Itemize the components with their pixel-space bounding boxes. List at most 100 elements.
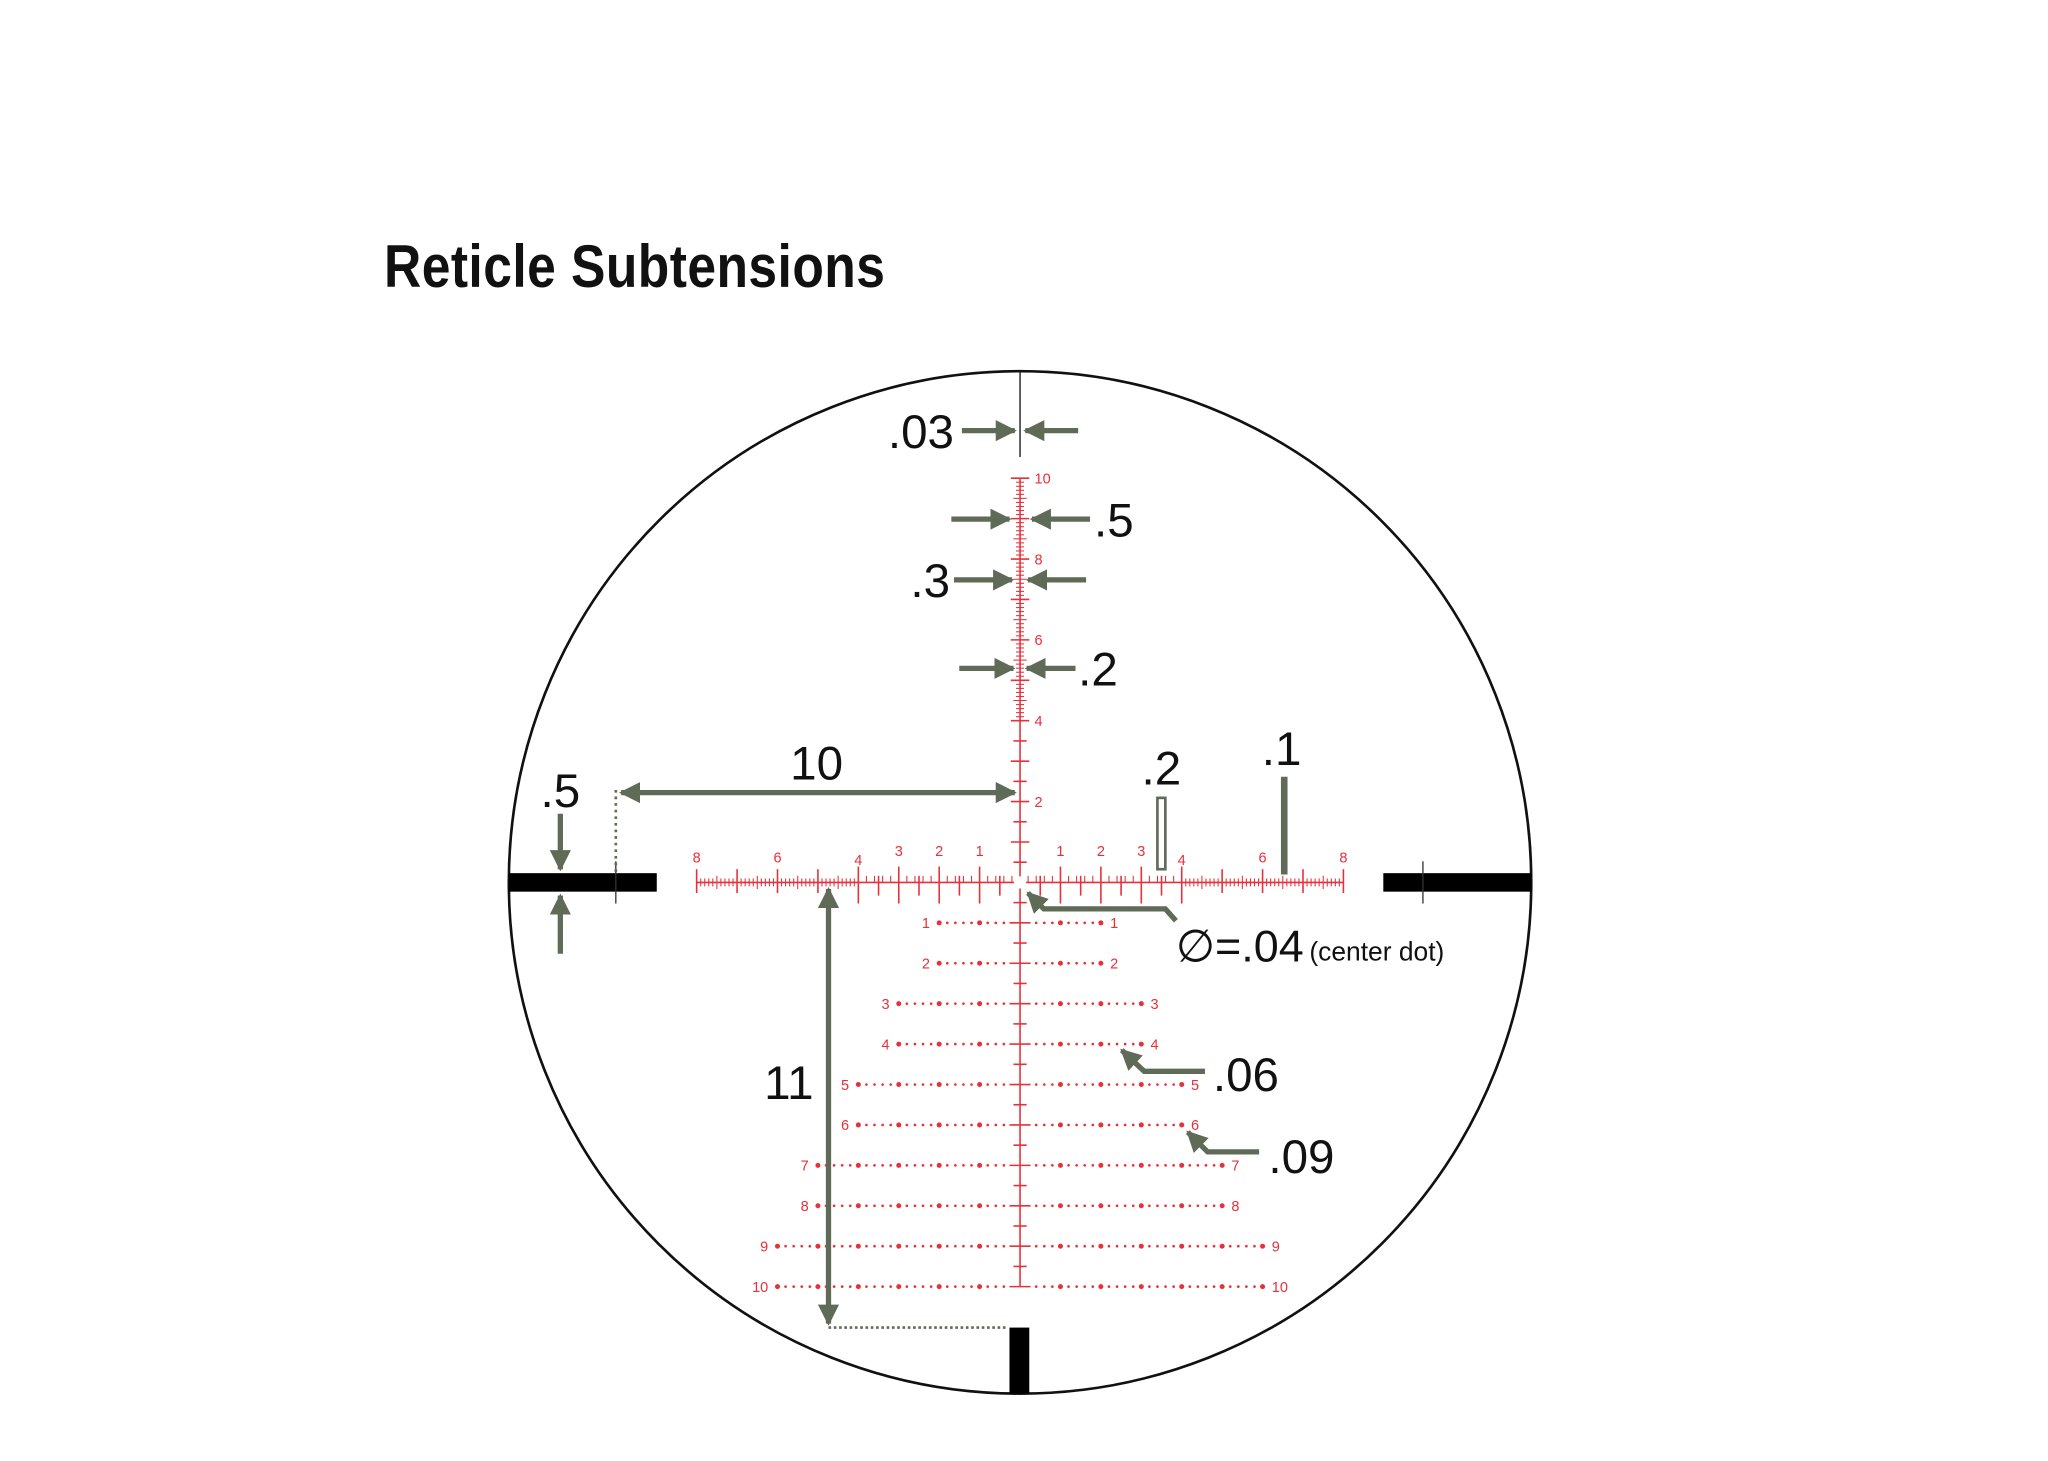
holdover-minor-dot — [1196, 1244, 1200, 1248]
holdover-mil-dot — [977, 920, 983, 926]
holdover-minor-dot — [945, 921, 949, 925]
holdover-minor-dot — [1172, 1244, 1175, 1248]
holdover-minor-dot — [1123, 1042, 1127, 1046]
holdover-minor-dot — [865, 1164, 868, 1167]
holdover-minor-dot — [1091, 1123, 1095, 1127]
holdover-minor-dot — [986, 1042, 990, 1046]
holdover-minor-dot — [1075, 1204, 1078, 1208]
holdover-minor-dot — [1115, 1244, 1119, 1248]
bar-outline — [1156, 796, 1167, 871]
holdover-minor-dot — [1034, 1002, 1038, 1005]
holdover-minor-dot — [1042, 921, 1046, 925]
holdover-mil-dot — [1219, 1243, 1225, 1249]
holdover-mil-dot — [1138, 1082, 1144, 1088]
holdover-minor-dot — [1148, 1285, 1151, 1288]
holdover-minor-dot — [986, 961, 990, 965]
holdover-minor-dot — [970, 961, 973, 965]
holdover-row-label: 1 — [922, 916, 930, 932]
holdover-mil-dot — [977, 960, 983, 966]
holdover-mil-dot — [1057, 1162, 1063, 1168]
holdover-minor-dot — [929, 1123, 933, 1127]
holdover-minor-dot — [1034, 1042, 1038, 1046]
holdover-mil-dot — [1219, 1284, 1225, 1290]
holdover-minor-dot — [929, 1164, 933, 1167]
holdover-minor-dot — [1115, 1083, 1119, 1086]
label-center-dot-note: (center dot) — [1309, 936, 1444, 966]
holdover-minor-dot — [986, 1164, 990, 1167]
holdover-mil-dot — [936, 1243, 942, 1249]
holdover-minor-dot — [986, 1002, 990, 1005]
holdover-minor-dot — [1034, 1123, 1038, 1127]
holdover-mil-dot — [1260, 1284, 1266, 1290]
page-title: Reticle Subtensions — [384, 233, 886, 300]
holdover-minor-dot — [800, 1244, 804, 1248]
holdover-mil-dot — [936, 920, 942, 926]
holdover-minor-dot — [1042, 1123, 1046, 1127]
holdover-minor-dot — [1067, 961, 1070, 965]
leader-arrow-icon — [1026, 891, 1178, 923]
holdover-mil-dot — [1138, 1001, 1144, 1007]
holdover-minor-dot — [1002, 1002, 1006, 1005]
holdover-minor-dot — [1067, 1002, 1070, 1005]
holdover-mil-dot — [936, 1203, 942, 1209]
holdover-minor-dot — [1188, 1204, 1192, 1208]
holdover-mil-dot — [936, 960, 942, 966]
holdover-minor-dot — [970, 1002, 973, 1005]
holdover-mil-dot — [1179, 1122, 1185, 1128]
holdover-minor-dot — [986, 1244, 990, 1248]
holdover-minor-dot — [994, 961, 998, 965]
holdover-minor-dot — [1253, 1244, 1256, 1248]
holdover-minor-dot — [1083, 1244, 1087, 1248]
holdover-minor-dot — [1196, 1164, 1200, 1167]
holdover-minor-dot — [1002, 1042, 1006, 1046]
holdover-mil-dot — [896, 1284, 902, 1290]
holdover-row-label: 9 — [760, 1239, 768, 1255]
holdover-mil-dot — [1219, 1162, 1225, 1168]
holdover-minor-dot — [913, 1123, 917, 1127]
holdover-row-label: 6 — [1191, 1118, 1199, 1134]
holdover-mil-dot — [977, 1243, 983, 1249]
holdover-minor-dot — [945, 1285, 949, 1288]
holdover-minor-dot — [1083, 1204, 1087, 1208]
holdover-minor-dot — [986, 921, 990, 925]
holdover-minor-dot — [1123, 1123, 1127, 1127]
holdover-minor-dot — [1042, 961, 1046, 965]
label-post-thickness: .5 — [541, 765, 581, 818]
label-small-dot: .06 — [1213, 1049, 1279, 1102]
left-post — [508, 873, 657, 892]
holdover-minor-dot — [954, 1285, 957, 1288]
holdover-minor-dot — [1245, 1285, 1248, 1288]
holdover-minor-dot — [1051, 1244, 1054, 1248]
holdover-minor-dot — [929, 1083, 933, 1086]
holdover-minor-dot — [865, 1204, 868, 1208]
holdover-minor-dot — [881, 1123, 884, 1127]
holdover-minor-dot — [1164, 1244, 1167, 1248]
holdover-minor-dot — [994, 1042, 998, 1046]
holdover-minor-dot — [865, 1123, 868, 1127]
holdover-minor-dot — [1075, 961, 1078, 965]
holdover-minor-dot — [1091, 961, 1095, 965]
holdover-mil-dot — [1098, 1041, 1104, 1047]
holdover-minor-dot — [1131, 1123, 1135, 1127]
holdover-minor-dot — [881, 1244, 884, 1248]
holdover-minor-dot — [881, 1083, 884, 1086]
holdover-minor-dot — [832, 1204, 836, 1208]
holdover-mil-dot — [1057, 1122, 1063, 1128]
holdover-minor-dot — [848, 1285, 852, 1288]
annotations — [549, 420, 1288, 1329]
holdover-mil-dot — [1098, 1284, 1104, 1290]
holdover-minor-dot — [929, 1002, 933, 1005]
holdover-minor-dot — [1131, 1164, 1135, 1167]
holdover-row-label: 9 — [1272, 1239, 1280, 1255]
holdover-row-label: 7 — [1231, 1159, 1239, 1175]
h-scale-label: 1 — [1056, 844, 1064, 860]
holdover-minor-dot — [1067, 1164, 1070, 1167]
holdover-mil-dot — [1098, 960, 1104, 966]
holdover-minor-dot — [905, 1083, 909, 1086]
holdover-minor-dot — [1107, 1244, 1111, 1248]
holdover-minor-dot — [1148, 1244, 1151, 1248]
holdover-mil-dot — [1057, 1001, 1063, 1007]
holdover-minor-dot — [1067, 1123, 1070, 1127]
holdover-minor-dot — [1164, 1204, 1167, 1208]
holdover-minor-dot — [962, 1244, 965, 1248]
